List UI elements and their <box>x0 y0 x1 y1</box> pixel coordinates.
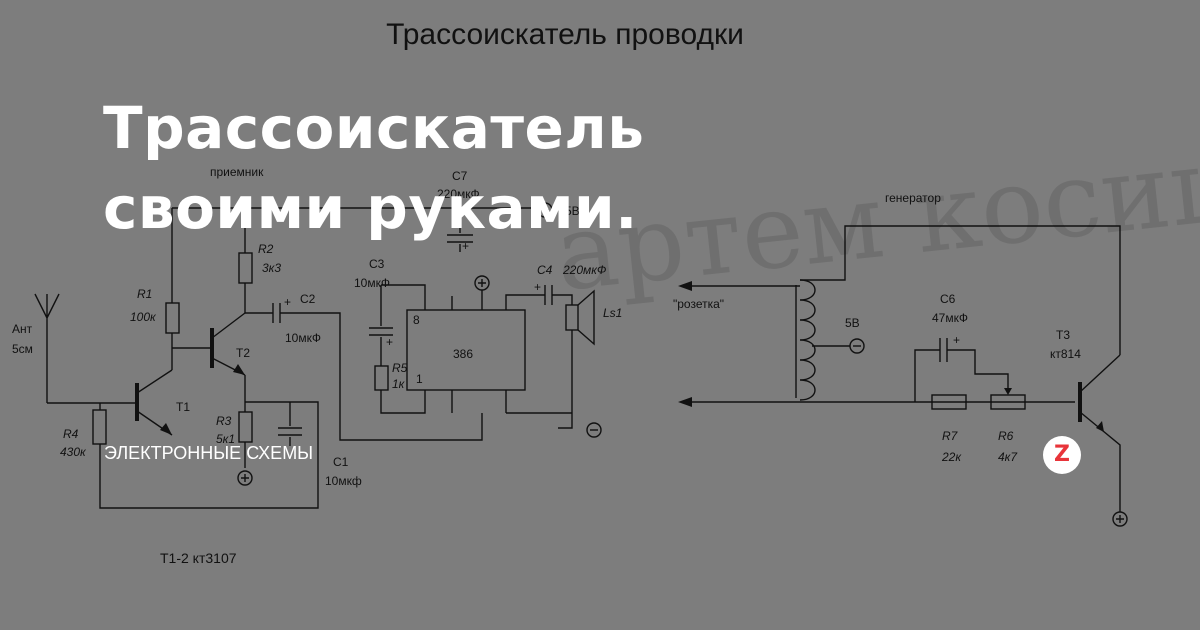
capacitor-c6 <box>914 338 1009 402</box>
r5-ref: R5 <box>392 361 408 375</box>
r5-value: 1к <box>392 377 406 391</box>
resistor-r1 <box>165 302 180 334</box>
r2-ref: R2 <box>258 242 274 256</box>
plus-terminal-ic <box>474 275 490 291</box>
c2-value: 10мкФ <box>285 331 321 345</box>
r6-ref: R6 <box>998 429 1014 443</box>
r3-ref: R3 <box>216 414 232 428</box>
receiver-supply-label: 5В <box>565 204 580 218</box>
antenna-symbol <box>34 293 60 403</box>
plus-terminal-t1 <box>237 470 253 486</box>
c4-plus: + <box>534 280 541 294</box>
resistor-r3 <box>238 411 253 443</box>
capacitor-c7 <box>447 208 473 252</box>
page-title: Трассоискатель проводки <box>386 18 744 51</box>
category-label[interactable]: ЭЛЕКТРОННЫЕ СХЕМЫ <box>104 443 314 463</box>
c1-ref: C1 <box>333 455 349 469</box>
resistor-r4 <box>92 409 107 445</box>
t3-value: кт814 <box>1050 347 1081 361</box>
capacitor-c3 <box>369 285 393 366</box>
r7-value: 22к <box>941 450 962 464</box>
c3-plus: + <box>386 335 393 349</box>
t3-ref: T3 <box>1056 328 1070 342</box>
generator-minus-terminal <box>849 338 865 354</box>
c3-ref: C3 <box>369 257 385 271</box>
c1-value: 10мкф <box>325 474 362 488</box>
socket-arrow-bottom <box>678 397 692 407</box>
t1-label: T1 <box>176 400 190 414</box>
ground-terminal <box>586 422 602 438</box>
resistor-r7 <box>931 394 967 410</box>
c7-ref: C7 <box>452 169 468 183</box>
c3-value: 10мкФ <box>354 276 390 290</box>
article-headline[interactable]: Трассоискатель своими руками. <box>103 94 645 242</box>
c2-ref: C2 <box>300 292 316 306</box>
r2-value: 3к3 <box>262 261 281 275</box>
generator-section-label: генератор <box>885 191 941 205</box>
supply-minus-terminal <box>537 202 553 218</box>
receiver-circuit: приемник Ант 5см R1 100к R2 3к3 T2 T1 R3… <box>12 165 622 566</box>
capacitor-c1 <box>278 402 302 446</box>
generator-circuit: генератор "розетка" 5В C6 47мкФ + R7 22к… <box>673 191 1128 527</box>
transformer-coil <box>795 279 816 401</box>
resistor-r5 <box>374 365 389 391</box>
transistors-note: Т1-2 кт3107 <box>160 550 237 566</box>
ic-386 <box>406 309 526 391</box>
socket-arrow-top <box>678 281 692 291</box>
ic-pin-1: 1 <box>416 372 423 386</box>
c6-value: 47мкФ <box>932 311 968 325</box>
c7-plus: + <box>462 239 469 253</box>
t2-label: T2 <box>236 346 250 360</box>
antenna-length: 5см <box>12 342 33 356</box>
r1-ref: R1 <box>137 287 152 301</box>
r1-value: 100к <box>130 310 157 324</box>
socket-label: "розетка" <box>673 297 724 311</box>
c7-value: 220мкФ <box>437 187 480 201</box>
c6-plus: + <box>953 333 960 347</box>
potentiometer-r6 <box>990 394 1026 410</box>
capacitor-c4 <box>544 285 573 305</box>
resistor-r2 <box>238 252 253 284</box>
transistor-t3 <box>1078 354 1121 512</box>
ic-pin-8: 8 <box>413 313 420 327</box>
r4-value: 430к <box>60 445 87 459</box>
c4-ref: C4 <box>537 263 553 277</box>
r4-ref: R4 <box>63 427 79 441</box>
receiver-section-label: приемник <box>210 165 264 179</box>
ic-label: 386 <box>453 347 473 361</box>
c4-value: 220мкФ <box>562 263 607 277</box>
c6-ref: C6 <box>940 292 956 306</box>
r3-value: 5к1 <box>216 432 235 446</box>
zen-logo[interactable]: Z <box>1043 436 1081 474</box>
speaker-ls1 <box>558 289 595 429</box>
generator-plus-terminal <box>1112 511 1128 527</box>
r7-ref: R7 <box>942 429 959 443</box>
zen-logo-icon: Z <box>1054 442 1070 467</box>
transistor-t2 <box>210 312 246 376</box>
antenna-label: Ант <box>12 322 33 336</box>
c2-plus: + <box>284 295 291 309</box>
speaker-label: Ls1 <box>603 306 622 320</box>
transistor-t1 <box>135 369 173 436</box>
r6-value: 4к7 <box>998 450 1018 464</box>
generator-supply-label: 5В <box>845 316 860 330</box>
